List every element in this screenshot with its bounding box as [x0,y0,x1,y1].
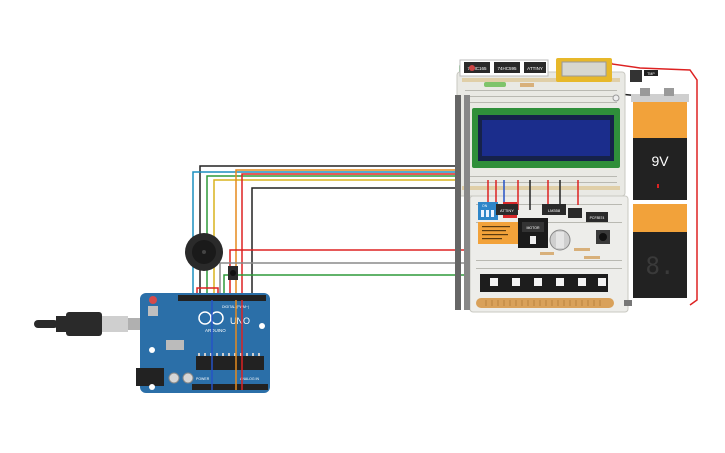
chip-label-lm358: LM358 [548,208,561,213]
wire-black-2 [251,187,470,300]
battery-voltage-label: 9V [651,153,669,169]
chip-label-pcf8574: PCF8574 [590,216,605,220]
chip-label-74hc165: 74HC165 [467,66,487,71]
arduino-logo [198,311,224,325]
lcd-display [472,108,620,168]
neopixel-strip [480,274,608,292]
push-button-arduino[interactable] [228,266,238,280]
atmega-chip [196,356,264,370]
lower-board-components: ON ATTINY LM358 PCF8574 MOTOR [476,180,614,308]
flex-sensor-strip [476,298,614,308]
top-components [469,65,620,102]
chip-74hc165 [464,62,490,73]
chip-attiny-top [524,62,546,73]
arduino-brand: UNO [230,316,250,326]
tmp-sensor: TMP [630,70,658,82]
tmp-sensor-label: TMP [647,72,655,76]
top-chip-row: 74HC165 74HC595 ATTINY [459,59,549,77]
dip-switch-label: ON [482,204,488,208]
wire-grey [219,262,470,300]
orange-module [478,222,518,244]
wire-green-1 [206,175,470,295]
chip-pcf8574 [586,212,608,222]
chip-lm358 [542,204,566,215]
chip-label-attiny: ATTINY [500,208,514,213]
yellow-module [556,58,612,82]
chip-attiny [496,204,518,215]
motor-module-label: MOTOR [527,226,540,230]
arduino-power-label: POWER [196,377,210,381]
seven-segment-digit: 8. [646,252,675,280]
wire-orange [235,169,470,390]
wire-red-1 [241,173,470,390]
chip-label-attiny-top: ATTINY [527,66,543,71]
neopixel-leds [490,278,606,286]
chip-label-74hc595: 74HC595 [497,66,517,71]
wire-green-2 [223,274,470,300]
arduino-logo-text: ARDUINO [205,328,226,333]
seven-segment-block: 8. [633,204,687,298]
arduino-analog-label: ANALOG IN [240,377,260,381]
arduino-uno: ARDUINO UNO DIGITAL (PWM~) POWER ANALOG … [136,293,270,393]
arduino-overlay-wires [211,300,243,390]
chip-74hc595 [494,62,520,73]
piezo-buzzer [185,233,223,271]
wire-red-2 [229,249,470,300]
side-header-pins [455,95,470,310]
usb-cable [34,312,142,336]
battery-9v: 9V [631,88,689,200]
